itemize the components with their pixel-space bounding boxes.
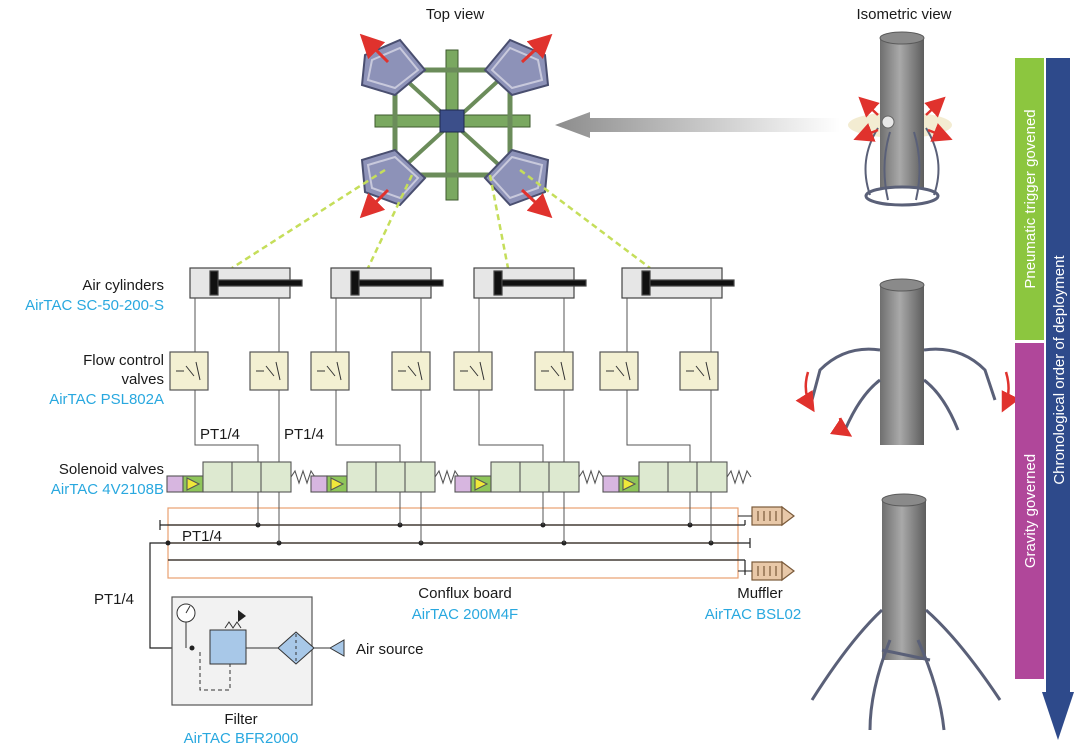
solenoid-valve bbox=[602, 461, 752, 493]
flow-valve bbox=[391, 351, 431, 391]
flow-valves-part: AirTAC PSL802A bbox=[49, 391, 164, 408]
muffler bbox=[751, 560, 795, 582]
mufflers bbox=[751, 505, 795, 582]
air-source-label: Air source bbox=[356, 641, 424, 658]
cylinders-part: AirTAC SC-50-200-S bbox=[25, 297, 164, 314]
muffler-part: AirTAC BSL02 bbox=[705, 606, 801, 623]
port-label-a: PT1/4 bbox=[200, 426, 240, 443]
muffler-label: Muffler bbox=[737, 585, 783, 602]
isometric-stage-2 bbox=[795, 278, 1020, 445]
flow-valves-label-2: valves bbox=[121, 371, 164, 388]
filter-label: Filter bbox=[224, 711, 257, 728]
chronological-arrow bbox=[1042, 58, 1074, 740]
flow-valves-label-1: Flow control bbox=[83, 352, 164, 369]
flow-valve-symbols bbox=[176, 361, 711, 381]
pipe-lines bbox=[194, 298, 712, 462]
conflux-label: Conflux board bbox=[418, 585, 511, 602]
air-cylinder bbox=[189, 267, 303, 299]
dashed-leader-lines bbox=[231, 168, 651, 270]
gravity-phase-label: Gravity governed bbox=[1022, 454, 1039, 568]
port-label-c: PT1/4 bbox=[182, 528, 222, 545]
flow-valve bbox=[310, 351, 350, 391]
air-cylinder bbox=[473, 267, 587, 299]
port-label-b: PT1/4 bbox=[284, 426, 324, 443]
view-link-arrow bbox=[555, 112, 840, 138]
flow-valve bbox=[679, 351, 719, 391]
flow-valve bbox=[534, 351, 574, 391]
top-view-title: Top view bbox=[426, 6, 485, 23]
flow-control-valves bbox=[169, 351, 719, 391]
flow-valve bbox=[169, 351, 209, 391]
flow-valve bbox=[453, 351, 493, 391]
pneumatic-phase-label: Pneumatic trigger govened bbox=[1022, 109, 1039, 288]
top-view-mechanism bbox=[360, 38, 550, 207]
solenoid-valve bbox=[166, 461, 316, 493]
air-cylinder bbox=[330, 267, 444, 299]
isometric-stage-3 bbox=[810, 493, 1002, 731]
cylinders-label: Air cylinders bbox=[82, 277, 164, 294]
solenoid-valve bbox=[454, 461, 604, 493]
filter-regulator bbox=[171, 596, 345, 706]
filter-part: AirTAC BFR2000 bbox=[184, 730, 299, 747]
top-view-red-arrows bbox=[359, 33, 553, 219]
isometric-stage-1 bbox=[848, 31, 953, 207]
solenoid-valve bbox=[310, 461, 460, 493]
flow-valve bbox=[599, 351, 639, 391]
chronological-label: Chronological order of deployment bbox=[1051, 255, 1068, 485]
conflux-board bbox=[159, 492, 751, 579]
solenoid-part: AirTAC 4V2108B bbox=[51, 481, 164, 498]
flow-valve bbox=[249, 351, 289, 391]
air-cylinders bbox=[189, 267, 735, 299]
pneumatic-phase-bar bbox=[1015, 58, 1044, 340]
conflux-part: AirTAC 200M4F bbox=[412, 606, 518, 623]
phase-bars: Pneumatic trigger govened Gravity govern… bbox=[1015, 58, 1074, 740]
port-label-d: PT1/4 bbox=[94, 591, 134, 608]
solenoid-valves bbox=[166, 461, 752, 493]
air-cylinder bbox=[621, 267, 735, 299]
isometric-view-title: Isometric view bbox=[856, 6, 951, 23]
gravity-phase-bar bbox=[1015, 343, 1044, 679]
muffler bbox=[751, 505, 795, 527]
solenoid-label: Solenoid valves bbox=[59, 461, 164, 478]
